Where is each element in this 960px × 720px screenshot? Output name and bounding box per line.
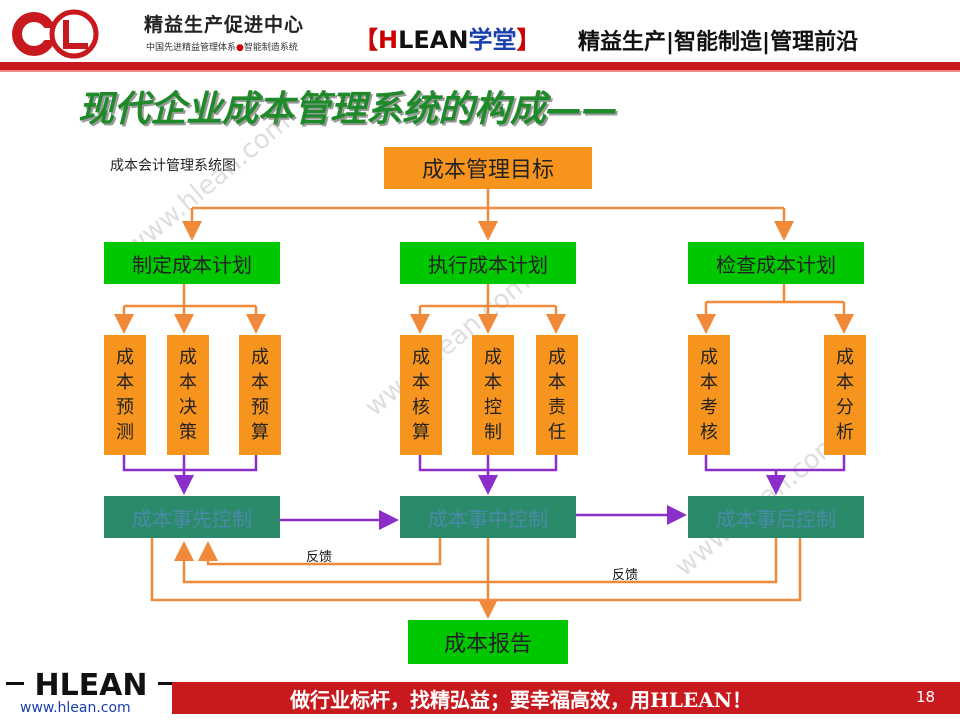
sub-char: 责	[548, 397, 566, 418]
control-before-box: 成本事先控制	[104, 496, 280, 538]
sub-char: 预	[116, 397, 134, 418]
center-sub-left: 中国先进精益管理体系	[146, 43, 237, 53]
plan-check-box: 检查成本计划	[688, 242, 864, 284]
sub-char: 成	[836, 347, 854, 368]
sub-char: 算	[251, 422, 269, 443]
header-tagline: 精益生产|智能制造|管理前沿	[578, 30, 859, 55]
sub-char: 成	[251, 347, 269, 368]
page-number: 18	[916, 688, 936, 706]
sub-char: 本	[836, 372, 854, 393]
sub-char: 本	[412, 372, 430, 393]
sub-accounting-box: 成本核算	[400, 335, 442, 455]
header: 精益生产促进中心 中国先进精益管理体系●智能制造系统 【HLEAN学堂】 精益生…	[0, 0, 960, 68]
feedback-label: 反馈	[612, 568, 639, 583]
sub-char: 成	[179, 347, 197, 368]
separator-dot: ●	[236, 43, 244, 53]
hlean-logo-icon: HLEAN	[6, 668, 176, 703]
sub-assessment-box: 成本考核	[688, 335, 730, 455]
sub-char: 算	[412, 422, 430, 443]
sub-char: 预	[251, 397, 269, 418]
footer-slogan: 做行业标杆，找精弘益；要幸福高效，用HLEAN！	[290, 688, 753, 712]
sub-forecast-box: 成本预测	[104, 335, 146, 455]
sub-char: 核	[412, 397, 430, 418]
sub-responsibility-box: 成本责任	[536, 335, 578, 455]
cost-target-box: 成本管理目标	[384, 147, 592, 189]
sub-char: 测	[116, 422, 134, 443]
center-sub-right: 智能制造系统	[243, 43, 298, 53]
footer-url[interactable]: www.hlean.com	[20, 700, 131, 716]
hlean-school-label: 【HLEAN学堂】	[354, 20, 540, 55]
sub-char: 成	[548, 347, 566, 368]
footer-bar	[172, 682, 960, 714]
sub-budget-box: 成本预算	[239, 335, 281, 455]
sub-char: 任	[548, 422, 566, 443]
bracket-open: 【	[354, 26, 378, 54]
cost-report-box: 成本报告	[408, 620, 568, 664]
sub-char: 成	[484, 347, 502, 368]
diagram-caption: 成本会计管理系统图	[110, 158, 236, 174]
plan-make-box: 制定成本计划	[104, 242, 280, 284]
sub-char: 本	[700, 372, 718, 393]
sub-char: 成	[700, 347, 718, 368]
center-logo-icon	[12, 9, 99, 59]
hlean-logo-text: HLEAN	[34, 668, 147, 703]
sub-char: 制	[484, 422, 502, 443]
bracket-close: 】	[516, 26, 541, 54]
plan-execute-box: 执行成本计划	[400, 242, 576, 284]
sub-char: 分	[836, 397, 854, 418]
header-bar-thin	[0, 70, 960, 72]
feedback-label: 反馈	[306, 550, 333, 565]
sub-char: 成	[116, 347, 134, 368]
sub-control-box: 成本控制	[472, 335, 514, 455]
sub-char: 控	[484, 397, 502, 418]
sub-char: 本	[484, 372, 502, 393]
sub-char: 成	[412, 347, 430, 368]
center-name: 精益生产促进中心	[144, 14, 305, 36]
sub-char: 考	[700, 397, 718, 418]
school-h: H	[378, 26, 399, 54]
sub-char: 析	[836, 422, 854, 443]
sub-char: 本	[116, 372, 134, 393]
sub-decision-box: 成本决策	[167, 335, 209, 455]
center-subtitle: 中国先进精益管理体系●智能制造系统	[146, 40, 298, 53]
school-xt: 学堂	[468, 26, 517, 54]
sub-char: 本	[251, 372, 269, 393]
sub-char: 本	[548, 372, 566, 393]
control-after-box: 成本事后控制	[688, 496, 864, 538]
header-bar	[0, 62, 960, 70]
sub-char: 核	[700, 422, 718, 443]
control-during-box: 成本事中控制	[400, 496, 576, 538]
school-lean: LEAN	[398, 26, 469, 54]
sub-analysis-box: 成本分析	[824, 335, 866, 455]
sub-char: 本	[179, 372, 197, 393]
sub-char: 策	[179, 422, 197, 443]
slide-title: 现代企业成本管理系统的构成——	[78, 89, 619, 130]
sub-char: 决	[179, 397, 197, 418]
